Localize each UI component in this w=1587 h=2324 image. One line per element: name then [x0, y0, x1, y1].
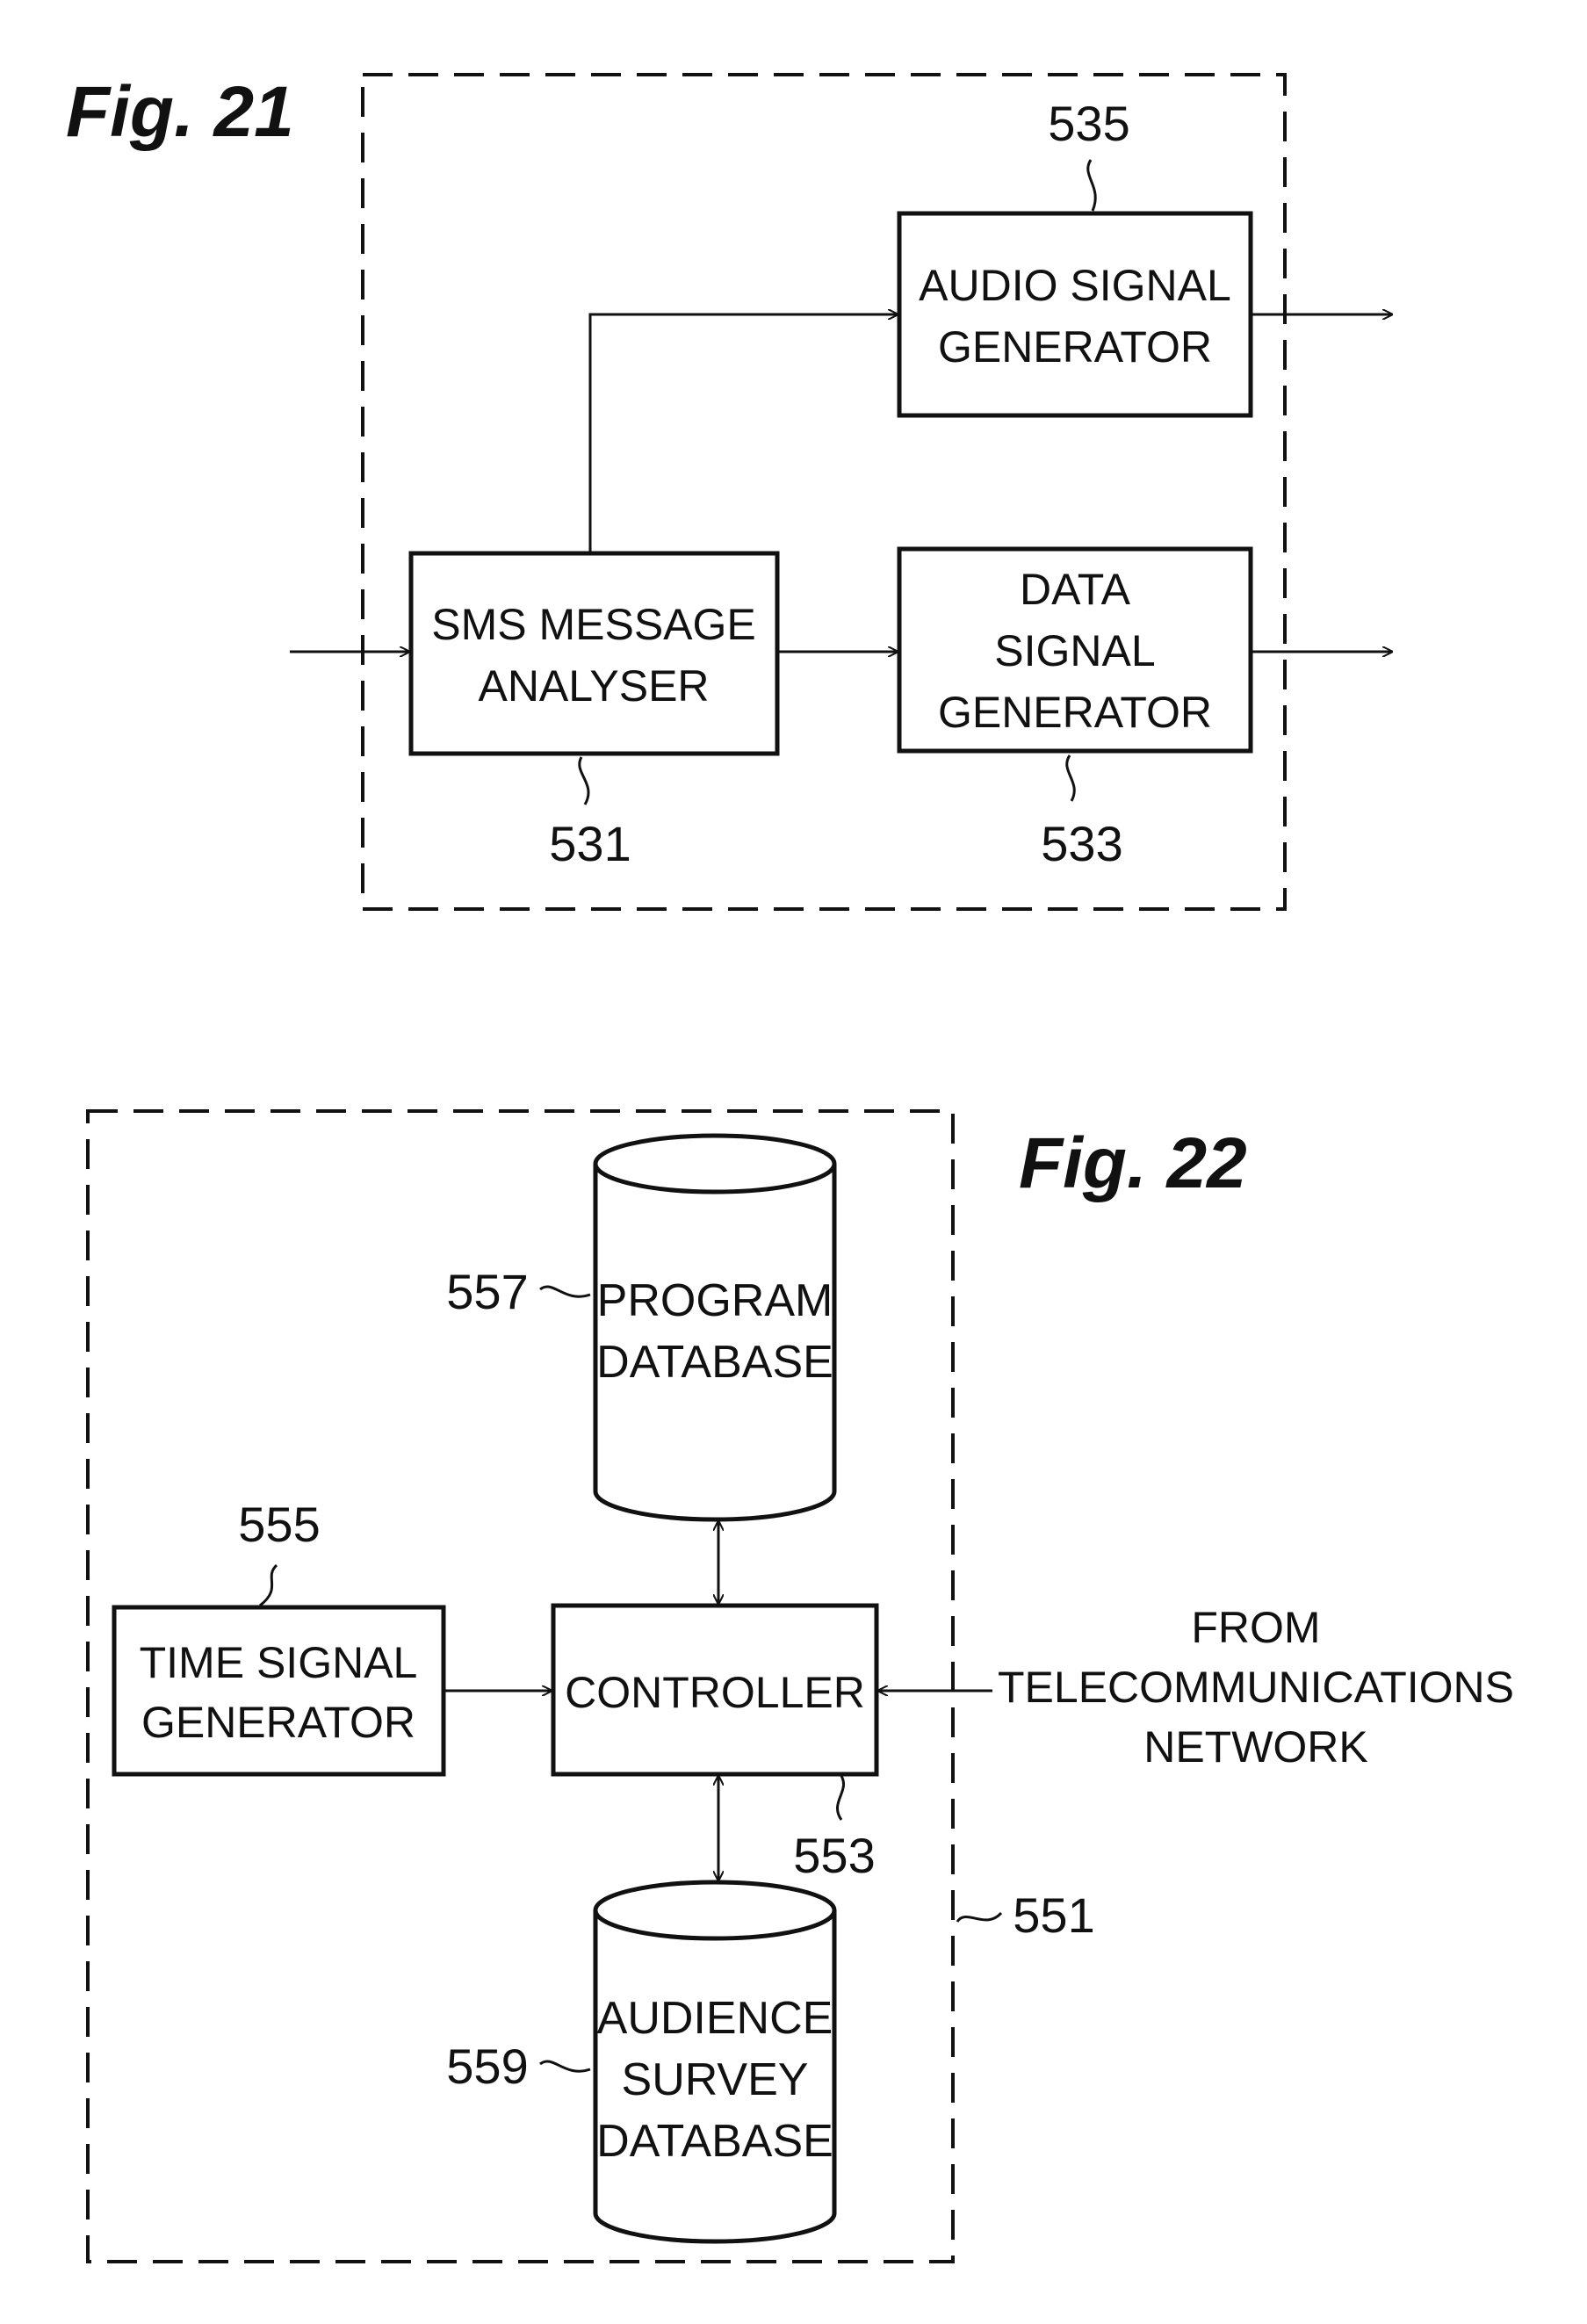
audience-database-label-line1: AUDIENCE: [597, 1993, 833, 2044]
network-label-line3: NETWORK: [1143, 1722, 1368, 1772]
time-generator-label-line2: GENERATOR: [141, 1698, 415, 1747]
unit-leader-line: [956, 1911, 1003, 1923]
controller-label: CONTROLLER: [565, 1668, 865, 1717]
controller-box: [551, 1603, 879, 1777]
program-database-cylinder-body: [593, 1164, 837, 1522]
sms-message-analyser-block: SMS MESSAGE ANALYSER 531: [408, 551, 780, 871]
audience-survey-database-block: AUDIENCE SURVEY DATABASE 559: [446, 1880, 837, 2244]
time-generator-leader-line: [259, 1563, 278, 1607]
program-database-leader-line: [539, 1285, 591, 1298]
sms-analyser-reference-number: 531: [549, 816, 631, 871]
time-generator-reference-number: 555: [238, 1497, 320, 1552]
program-database-cylinder-top: [593, 1133, 837, 1194]
network-label-line2: TELECOMMUNICATIONS: [998, 1663, 1514, 1712]
data-generator-label-line3: GENERATOR: [938, 688, 1212, 737]
audience-database-leader-line: [539, 2060, 591, 2073]
program-database-reference-number: 557: [446, 1264, 528, 1319]
time-signal-generator-block: TIME SIGNAL GENERATOR 555: [112, 1497, 446, 1777]
controller-leader-line: [836, 1775, 845, 1821]
time-signal-generator-box: [112, 1605, 446, 1777]
data-generator-label-line1: DATA: [1020, 565, 1131, 614]
audience-database-reference-number: 559: [446, 2039, 528, 2094]
data-generator-reference-number: 533: [1041, 816, 1122, 871]
audio-generator-label-line1: AUDIO SIGNAL: [919, 261, 1231, 310]
unit-reference-number: 551: [1013, 1887, 1094, 1943]
data-generator-label-line2: SIGNAL: [994, 626, 1155, 675]
network-label-line1: FROM: [1191, 1603, 1320, 1652]
figure-22-enclosure: [86, 1109, 955, 2263]
audience-database-label-line2: SURVEY: [622, 2054, 809, 2105]
audio-signal-generator-block: AUDIO SIGNAL GENERATOR 535: [897, 96, 1253, 418]
audience-database-label-line3: DATABASE: [596, 2116, 833, 2167]
figure-21-title: Fig. 21: [66, 72, 294, 152]
figure-22: Fig. 22 PROGRAM DATABASE 557 TIME SIGNAL…: [86, 1109, 1514, 2263]
figure-22-title: Fig. 22: [1019, 1123, 1247, 1203]
audio-generator-label-line2: GENERATOR: [938, 322, 1212, 372]
program-database-block: PROGRAM DATABASE 557: [446, 1133, 837, 1522]
audience-database-cylinder-top: [593, 1880, 837, 1941]
data-signal-generator-block: DATA SIGNAL GENERATOR 533: [897, 546, 1253, 871]
program-database-label-line2: DATABASE: [596, 1337, 833, 1388]
sms-message-analyser-box: [408, 551, 780, 756]
audio-signal-generator-box: [897, 211, 1253, 418]
figure-21: Fig. 21 SMS MESSAGE ANALYSER 531 AUDIO S…: [66, 72, 1392, 911]
controller-block: CONTROLLER 553: [551, 1603, 879, 1883]
data-signal-generator-box: [897, 546, 1253, 754]
time-generator-label-line1: TIME SIGNAL: [140, 1638, 418, 1687]
figure-21-enclosure: [361, 73, 1287, 911]
audio-generator-reference-number: 535: [1048, 96, 1129, 151]
telecommunications-network-input: FROM TELECOMMUNICATIONS NETWORK: [998, 1603, 1514, 1772]
audience-database-cylinder-body: [593, 1910, 837, 2244]
program-database-label-line1: PROGRAM: [597, 1275, 833, 1326]
controller-reference-number: 553: [793, 1828, 875, 1883]
data-generator-leader-line: [1065, 754, 1076, 802]
analyser-to-audio-generator-arrow: [588, 314, 898, 552]
sms-analyser-label-line1: SMS MESSAGE: [431, 600, 756, 649]
sms-analyser-label-line2: ANALYSER: [478, 661, 709, 711]
audio-generator-leader-line: [1086, 159, 1097, 212]
sms-analyser-leader-line: [578, 756, 590, 805]
